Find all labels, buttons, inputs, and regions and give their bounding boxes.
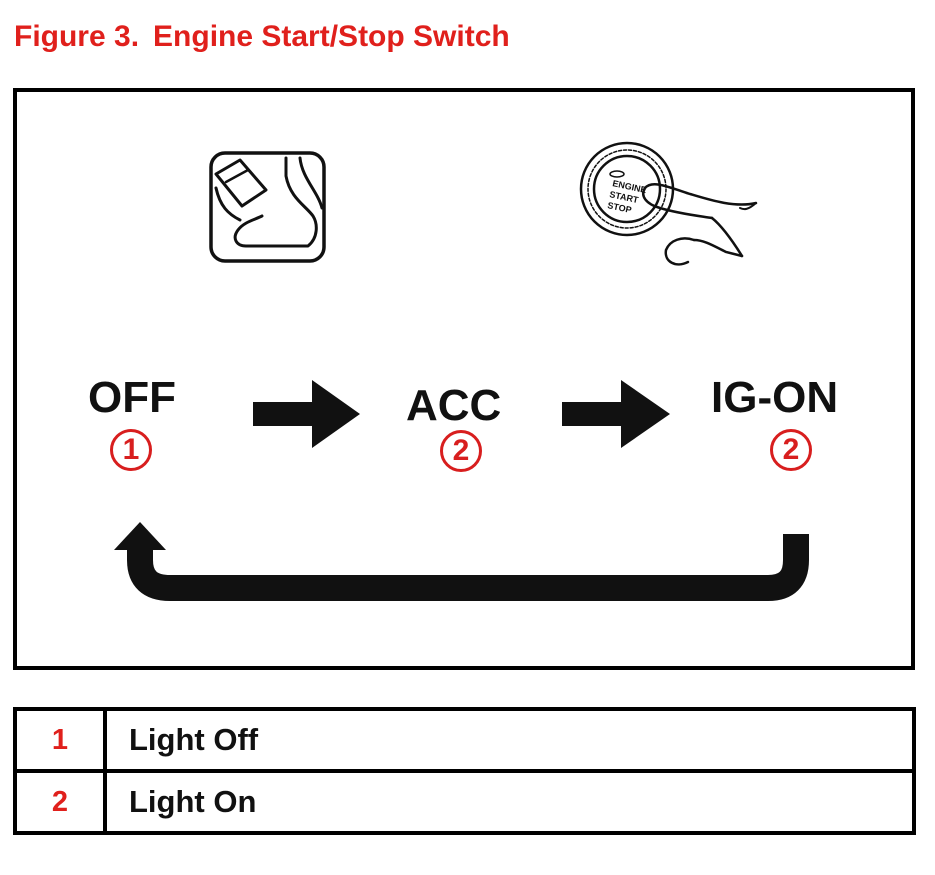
figure-number: Figure 3.: [14, 20, 140, 53]
figure-title: Figure 3. Engine Start/Stop Switch: [14, 20, 510, 54]
figure-name: Engine Start/Stop Switch: [153, 20, 510, 53]
state-label-acc: ACC: [406, 381, 502, 430]
legend-number: 2: [13, 769, 107, 835]
legend-row: 2 Light On: [13, 769, 916, 835]
legend-description: Light Off: [103, 707, 916, 773]
arrow-acc-to-ig-on: [562, 380, 670, 448]
legend-row: 1 Light Off: [13, 707, 916, 773]
arrow-off-to-acc: [253, 380, 360, 448]
indicator-ig-on: 2: [770, 429, 812, 471]
legend-table: 1 Light Off 2 Light On: [13, 707, 916, 835]
indicator-off: 1: [110, 429, 152, 471]
push-button-press-icon: ENGINE START STOP: [579, 141, 758, 266]
diagram-frame: [13, 88, 915, 670]
legend-description: Light On: [103, 769, 916, 835]
button-text-stop: STOP: [607, 200, 633, 215]
state-label-off: OFF: [88, 373, 176, 422]
return-arrow: [114, 522, 809, 601]
indicator-acc: 2: [440, 430, 482, 472]
state-label-ig-on: IG-ON: [711, 373, 839, 422]
legend-number: 1: [13, 707, 107, 773]
brake-pedal-icon: [209, 151, 326, 263]
